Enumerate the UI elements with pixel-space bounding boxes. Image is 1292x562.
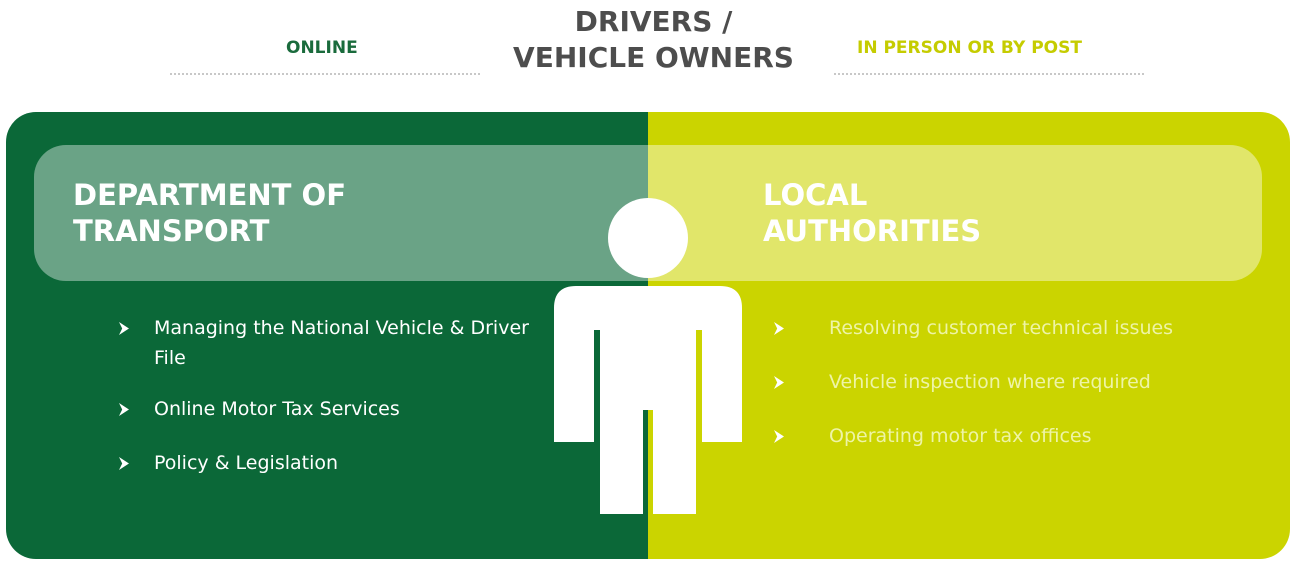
- list-item-label: Vehicle inspection where required: [829, 371, 1151, 393]
- list-item-label: Policy & Legislation: [154, 452, 339, 474]
- online-label: ONLINE: [286, 38, 358, 58]
- list-item-label: Operating motor tax offices: [829, 425, 1092, 447]
- online-divider: [170, 73, 480, 75]
- department-of-transport-list: Managing the National Vehicle & Driver F…: [119, 313, 534, 478]
- list-item: Vehicle inspection where required: [774, 367, 1249, 421]
- list-item: Operating motor tax offices: [774, 421, 1249, 475]
- local-authorities-title-line1: LOCAL: [763, 178, 868, 212]
- list-item: Policy & Legislation: [119, 448, 534, 478]
- list-item-label: Online Motor Tax Services: [154, 398, 400, 420]
- local-authorities-title: LOCAL AUTHORITIES: [763, 177, 1103, 249]
- chevron-right-icon: [773, 430, 784, 443]
- department-of-transport-title-line2: TRANSPORT: [73, 214, 270, 248]
- diagram-title: DRIVERS / VEHICLE OWNERS: [486, 4, 821, 76]
- chevron-right-icon: [118, 403, 129, 416]
- list-item: Managing the National Vehicle & Driver F…: [119, 313, 534, 394]
- local-authorities-header: [648, 145, 1262, 281]
- diagram-title-line1: DRIVERS /: [574, 5, 733, 38]
- list-item: Online Motor Tax Services: [119, 394, 534, 448]
- chevron-right-icon: [773, 322, 784, 335]
- list-item: Resolving customer technical issues: [774, 313, 1249, 367]
- chevron-right-icon: [118, 322, 129, 335]
- chevron-right-icon: [773, 376, 784, 389]
- chevron-right-icon: [118, 457, 129, 470]
- list-item-label: Resolving customer technical issues: [829, 317, 1174, 339]
- local-authorities-title-line2: AUTHORITIES: [763, 214, 982, 248]
- department-of-transport-title-line1: DEPARTMENT OF: [73, 178, 347, 212]
- department-of-transport-title: DEPARTMENT OF TRANSPORT: [73, 177, 413, 249]
- local-authorities-list: Resolving customer technical issues Vehi…: [774, 313, 1249, 475]
- in-person-divider: [834, 73, 1144, 75]
- diagram-title-line2: VEHICLE OWNERS: [513, 41, 794, 74]
- list-item-label: Managing the National Vehicle & Driver F…: [154, 317, 529, 369]
- in-person-label: IN PERSON OR BY POST: [857, 38, 1082, 58]
- department-of-transport-header: [34, 145, 648, 281]
- person-icon: [554, 198, 742, 514]
